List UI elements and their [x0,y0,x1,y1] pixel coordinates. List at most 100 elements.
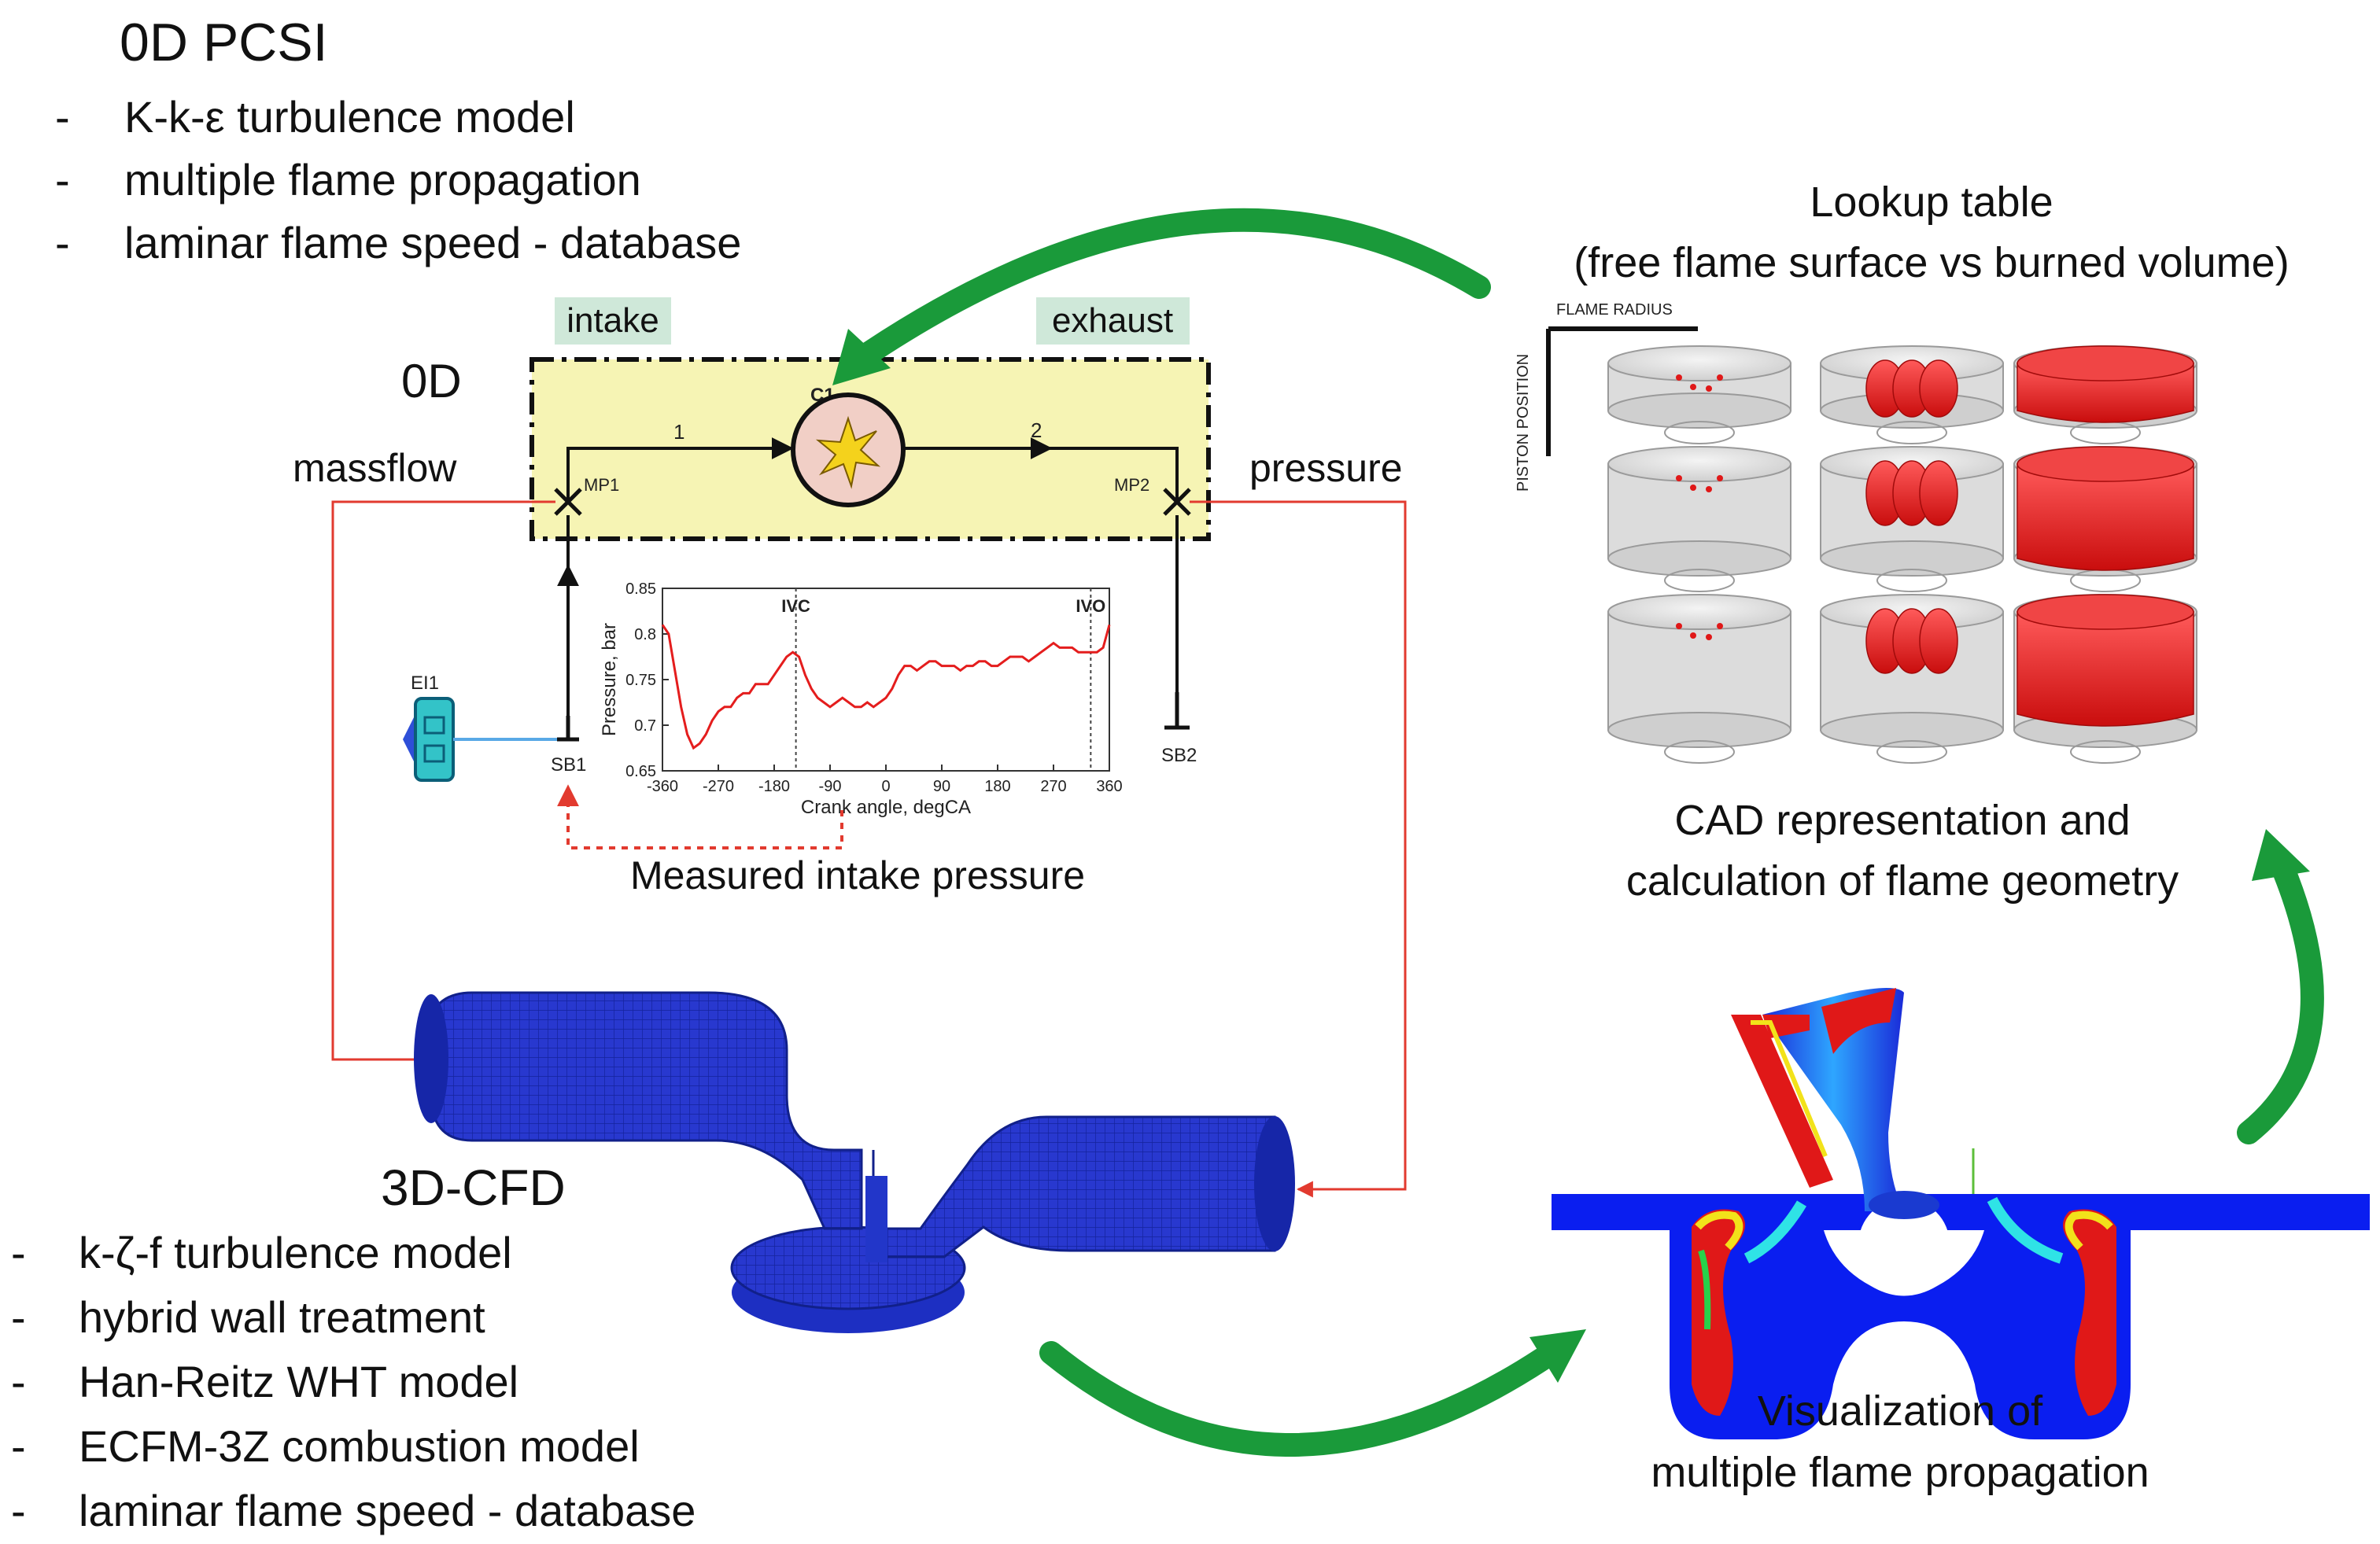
lookup-cell-r3-c2 [1820,594,2004,764]
bullet-list-0d: - K-k-ε turbulence model - multiple flam… [55,92,741,267]
ignition-point [1690,485,1696,491]
piston-position-label: PISTON POSITION [1515,354,1532,492]
mp2-cross-icon [1163,488,1191,516]
lookup-title-line1: Lookup table [1810,179,2053,226]
ignition-point [1717,374,1723,381]
y-axis-label: Pressure, bar [599,623,620,736]
vis-caption-line2: multiple flame propagation [1651,1449,2149,1496]
piston-bowl [2070,740,2141,764]
x-tick-label: -360 [647,778,678,795]
cylinder-base [1607,540,1791,577]
ignition-point [1690,384,1696,390]
pipe-1-label: 1 [673,420,684,444]
pipe-2 [905,447,1179,503]
ignition-point [1676,475,1682,481]
lookup-cell-r1-c2 [1820,345,2004,444]
bullet-3d-1: k-ζ-f turbulence model [79,1228,512,1277]
measured-feed-line [557,784,843,849]
engine-interface-icon[interactable] [403,697,455,782]
piston-bowl [1876,740,1947,764]
x-tick-label: 360 [1096,778,1122,795]
lookup-title-line2: (free flame surface vs burned volume) [1574,239,2289,286]
x-tick-label: -270 [703,778,734,795]
node-ei1-label: EI1 [411,673,439,694]
cylinder-head [1607,446,1791,482]
x-axis-label: Crank angle, degCA [801,797,971,818]
cylinder-head [1607,345,1791,381]
pressure-series-line [661,624,1111,750]
bullet-3d-2: hybrid wall treatment [79,1292,485,1342]
x-tick-label: 180 [984,778,1010,795]
ignition-point [1717,623,1723,629]
arrow-cfd-to-vis [1039,1329,1586,1457]
bullet-marker: - [11,1228,26,1277]
measured-caption: Measured intake pressure [630,853,1085,897]
cfd-mesh-model [414,991,1295,1333]
bullet-marker: - [55,92,70,142]
pressure-link [1190,500,1407,1198]
bullet-marker: - [11,1486,26,1535]
x-tick-label: -180 [758,778,790,795]
massflow-link [331,500,555,1068]
cylinder-head [1607,594,1791,630]
tag-exhaust-label: exhaust [1052,301,1173,340]
arrow-vis-to-cad [2237,829,2324,1144]
flame-radius-label: FLAME RADIUS [1556,301,1673,319]
piston-bowl [1664,740,1735,764]
pipe-2-label: 2 [1031,418,1042,442]
ignition-point [1676,623,1682,629]
tag-intake [555,297,671,345]
bullet-marker: - [11,1292,26,1342]
node-sb2-label: SB2 [1161,745,1197,766]
ignition-point [1706,634,1712,640]
x-tick-label: 90 [933,778,950,795]
vis-caption-line1: Visualization of [1758,1387,2043,1435]
bullet-0d-3: laminar flame speed - database [124,218,741,267]
flame-top-surface [2017,345,2194,381]
lookup-cell-r3-c3 [2013,594,2197,764]
pressure-label: pressure [1249,446,1403,490]
node-mp1-label: MP1 [584,475,619,495]
piston-bowl [1876,421,1947,444]
lookup-cell-r2-c3 [2013,446,2197,592]
bullet-list-3d: - k-ζ-f turbulence model - hybrid wall t… [11,1228,696,1535]
mp1-cross-icon [554,488,582,516]
cylinder-base [1607,392,1791,429]
bullet-marker: - [55,155,70,205]
flame-top-surface [2017,594,2194,630]
x-tick-label: -90 [819,778,842,795]
bullet-3d-4: ECFM-3Z combustion model [79,1421,640,1471]
ignition-point [1706,385,1712,392]
ignition-point [1676,374,1682,381]
bullet-marker: - [11,1357,26,1406]
x-tick-label: 270 [1040,778,1066,795]
piston-bowl [1876,569,1947,592]
pipe-1 [566,437,794,503]
flame-volume [2017,463,2194,571]
lookup-table-grid [1607,345,2197,764]
bullet-marker: - [11,1421,26,1471]
bullet-3d-5: laminar flame speed - database [79,1486,696,1535]
arrow-lookup-to-0d [832,208,1491,385]
x-tick-label: 0 [881,778,890,795]
lookup-cell-r1-c1 [1607,345,1791,444]
bullet-marker: - [55,218,70,267]
flame-top-surface [2017,446,2194,482]
cylinder-base [1820,712,2004,748]
heading-0d: 0D PCSI [120,13,328,72]
cylinder-base [1820,540,2004,577]
y-tick-label: 0.7 [634,717,656,735]
lookup-cell-r3-c1 [1607,594,1791,764]
flame-volume [2017,611,2194,727]
spark-icon [815,415,881,489]
cylinder-base [1607,712,1791,748]
piston-bowl [1664,421,1735,444]
event-marker-label: IVC [781,596,810,616]
flame-kernel [1919,608,1958,674]
tag-intake-label: intake [566,301,659,340]
lookup-cell-r2-c2 [1820,446,2004,592]
ignition-point [1717,475,1723,481]
bullet-0d-1: K-k-ε turbulence model [124,92,575,142]
